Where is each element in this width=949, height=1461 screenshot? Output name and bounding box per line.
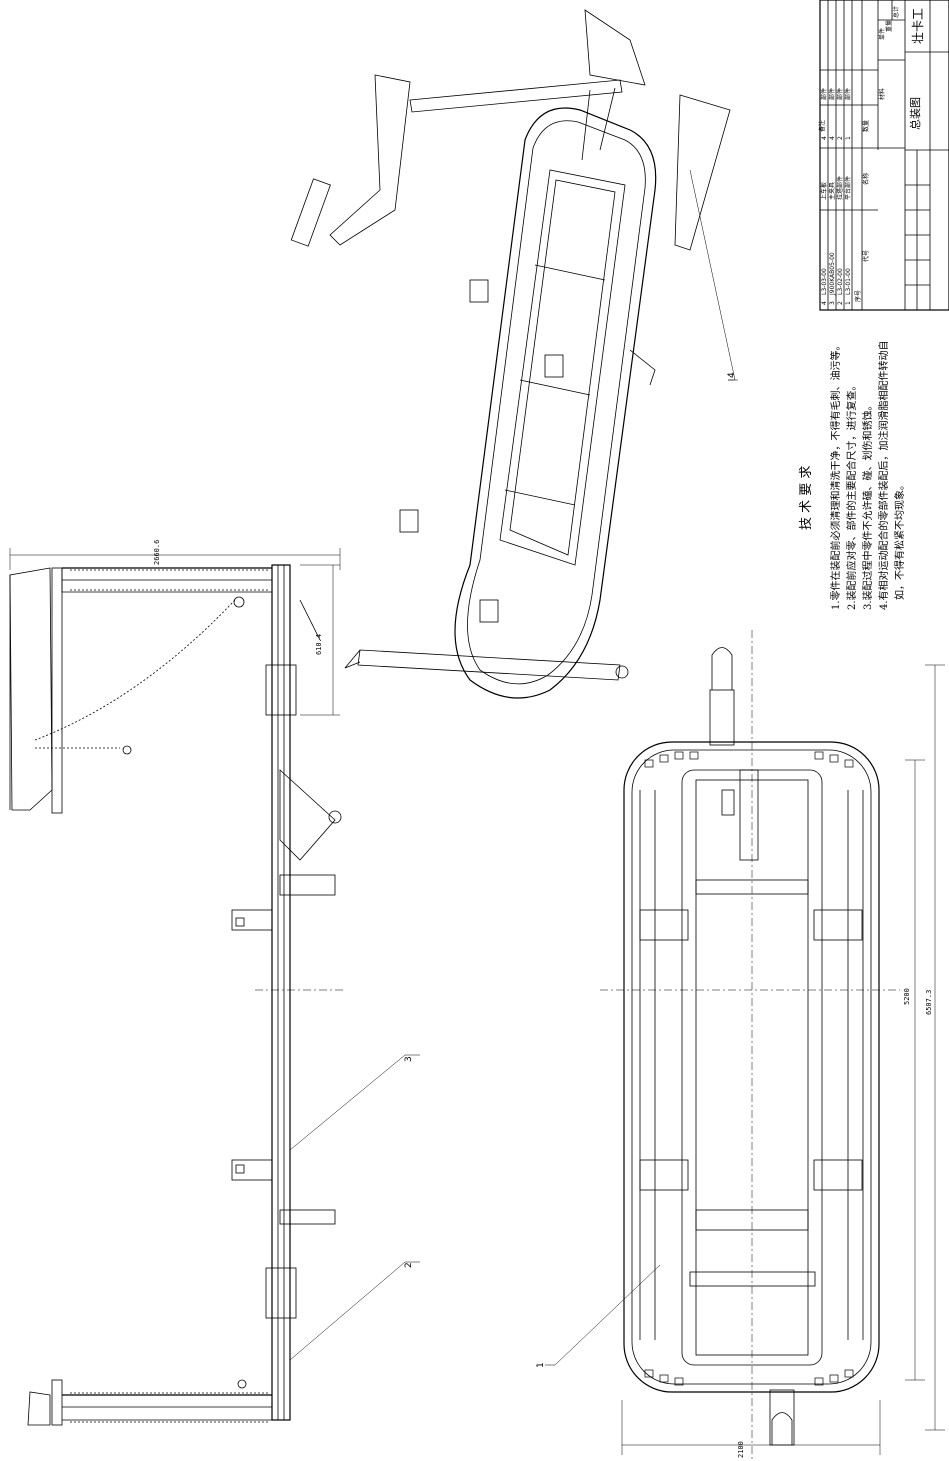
part-2-qty: 2 [837,136,844,140]
header-weight: 重量 [886,19,893,32]
part-4-name: 上车板 [821,181,828,200]
balloon-2: 2 [404,1262,414,1268]
header-index: 序号 [855,289,862,302]
tech-req-heading: 技 术 要 求 [799,465,814,530]
header-total-weight: 总计 [893,5,900,18]
part-2-code: L3-02-00 [837,268,844,295]
title-block-grid [819,0,949,311]
tech-req-item-5: 如，不得有松紧不均现象。 [895,480,906,600]
balloon-1: 1 [536,1362,546,1368]
part-4-remark: 部件 [821,87,828,100]
dim-side-height: 2660.6 [153,539,161,565]
part-1-remark: 部件 [845,87,852,100]
title-block-company: 壮卡工 [911,7,925,44]
part-1-index: 1 [845,301,852,305]
balloon-4: 4 [727,372,737,378]
header-material: 材料 [879,87,886,100]
tech-req-item-4: 4.有相对运动配合的零部件装配后，加注润滑脂相配件转动自 [879,340,890,610]
part-2-name: 拉塔部件 [837,175,844,200]
part-1-name: 平台部件 [845,175,852,200]
part-4-qty: 4 [821,136,828,140]
dim-lift-height: 610.4 [315,633,323,655]
part-4-code: L3-03-00 [821,268,828,295]
tech-req-item-1: 1.零件在装配前必须清理和清洗干净，不得有毛刺、油污等。 [831,340,842,610]
tech-req-item-3: 3.装配过程中零件不允许磕、碰、划伤和锈蚀。 [863,400,874,610]
part-1-code: L3-01-00 [845,268,852,295]
dim-length-total: 6507.3 [925,989,933,1015]
plan-view [545,630,945,1460]
part-2-remark: 部件 [837,87,844,100]
title-block-drawing-name: 总装图 [909,97,922,130]
part-3-qty: 4 [829,136,836,140]
part-3-name: 主夹具 [829,181,836,200]
dim-width: 2100 [737,1441,745,1458]
part-4-index: 4 [821,301,828,305]
part-2-index: 2 [837,301,844,305]
part-3-index: 3 [829,301,836,305]
part-3-remark: 部件 [829,87,836,100]
header-qty: 数量 [863,119,870,132]
side-clamps [231,599,342,1319]
balloon-3: 3 [404,1056,414,1062]
tech-req-item-2: 2.装配前应对零、部件的主要配合尺寸，进行复查。 [847,380,858,610]
part-1-qty: 1 [845,136,852,140]
header-code: 代号 [863,249,870,262]
header-name: 名称 [863,172,870,185]
dim-length-inner: 5200 [903,988,911,1005]
isometric-view [290,9,736,699]
header-remark: 备注 [819,119,826,132]
part-3-code: J900KAB05-00 [829,252,836,295]
side-elevation-view [9,548,420,1426]
